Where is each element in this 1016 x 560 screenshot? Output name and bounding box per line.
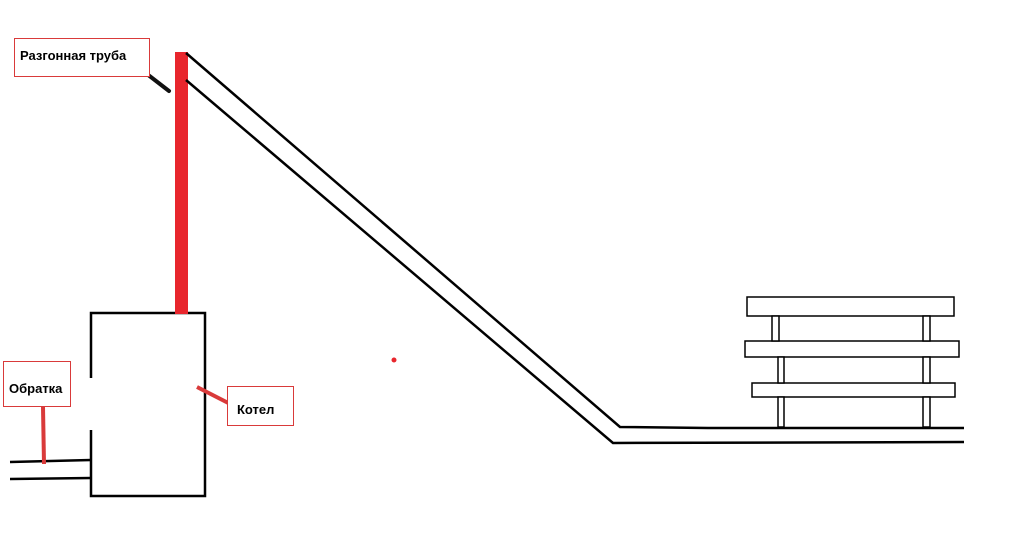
supply-pipe xyxy=(185,52,965,445)
return-pipe-top-line xyxy=(9,458,92,464)
radiator xyxy=(744,296,960,428)
return-line-label: Обратка xyxy=(3,361,71,407)
radiator-connector xyxy=(777,356,785,384)
radiator-bar-3 xyxy=(751,382,956,398)
radiator-connector xyxy=(922,315,931,342)
radiator-connector xyxy=(777,396,785,428)
accelerator-pipe-label-text: Разгонная труба xyxy=(20,48,127,63)
boiler-label: Котел xyxy=(227,386,294,426)
return-line-label-text: Обратка xyxy=(9,381,63,396)
radiator-connector xyxy=(922,356,931,384)
boiler xyxy=(89,311,207,498)
obratka-pointer xyxy=(41,406,46,465)
accelerator-pipe-label: Разгонная труба xyxy=(14,38,150,77)
supply-pipe-upper-line xyxy=(185,52,964,430)
supply-pipe-lower-line xyxy=(185,79,965,445)
radiator-bar-2 xyxy=(744,340,960,358)
radiator-connector xyxy=(771,315,780,342)
boiler-outline xyxy=(89,311,207,498)
boiler-label-text: Котел xyxy=(237,402,275,417)
return-pipe xyxy=(9,458,92,481)
accelerator-riser xyxy=(175,52,188,314)
radiator-bar-1 xyxy=(746,296,955,317)
radiator-connector xyxy=(922,396,931,428)
return-pipe-bottom-line xyxy=(9,476,92,481)
red-dot-mark xyxy=(391,357,397,363)
